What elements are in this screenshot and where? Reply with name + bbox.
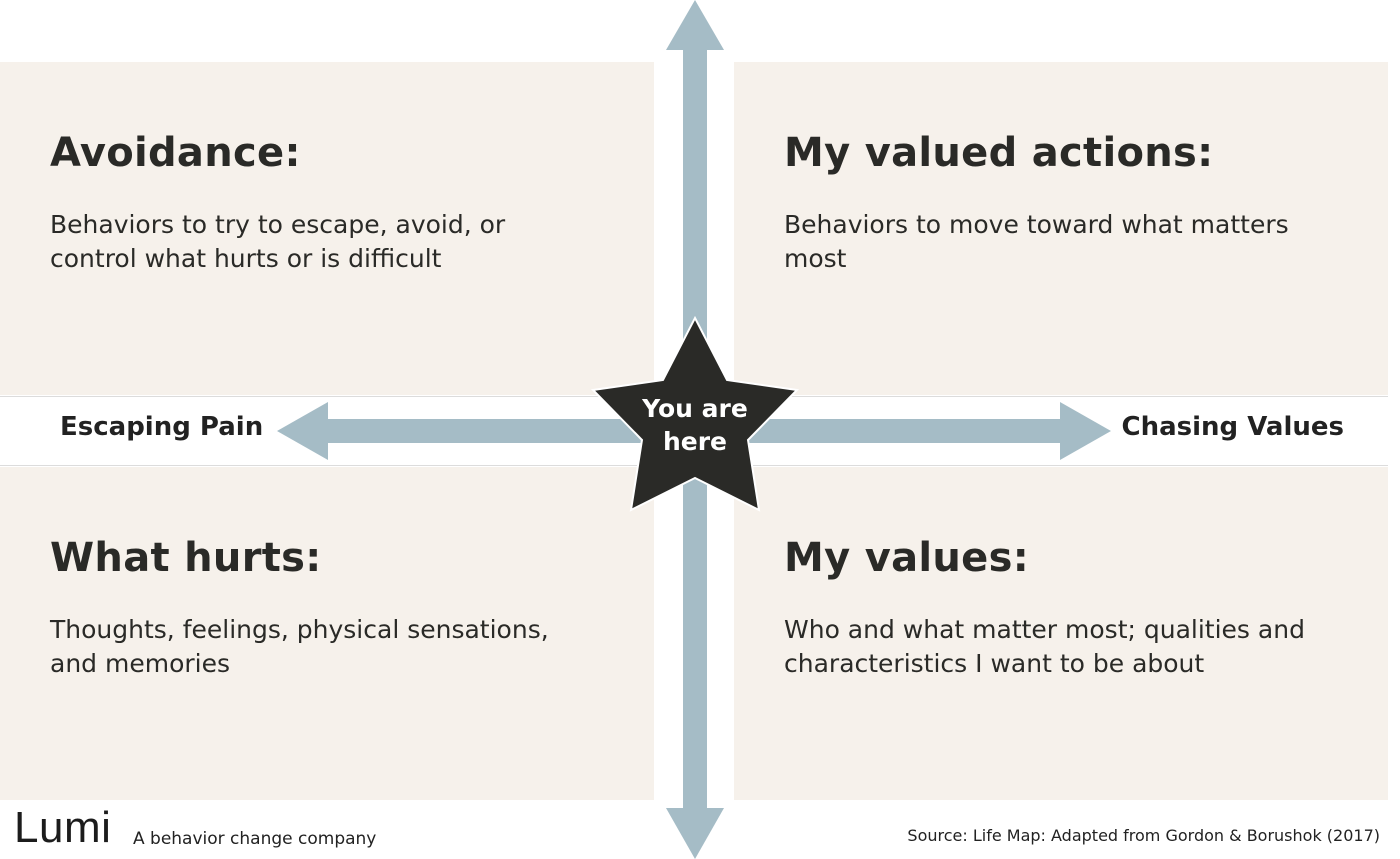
quadrant-title: What hurts: bbox=[50, 535, 322, 581]
brand-logo: Lumi bbox=[14, 803, 112, 852]
quadrant-description: Behaviors to move toward what matters mo… bbox=[784, 208, 1344, 276]
desc-line: characteristics I want to be about bbox=[784, 649, 1205, 678]
desc-line: Who and what matter most; qualities and bbox=[784, 615, 1305, 644]
quadrant-what-hurts: What hurts: Thoughts, feelings, physical… bbox=[0, 467, 654, 800]
desc-line: control what hurts or is difficult bbox=[50, 244, 442, 273]
quadrant-my-values: My values: Who and what matter most; qua… bbox=[734, 467, 1388, 800]
arrow-right-icon bbox=[1060, 402, 1111, 460]
quadrant-title: Avoidance: bbox=[50, 130, 301, 176]
quadrant-title: My valued actions: bbox=[784, 130, 1214, 176]
quadrant-title: My values: bbox=[784, 535, 1029, 581]
desc-line: and memories bbox=[50, 649, 230, 678]
arrow-left-icon bbox=[277, 402, 328, 460]
quadrant-description: Who and what matter most; qualities and … bbox=[784, 613, 1344, 681]
brand-tagline: A behavior change company bbox=[133, 829, 377, 849]
desc-line: Behaviors to try to escape, avoid, or bbox=[50, 210, 506, 239]
quadrant-description: Behaviors to try to escape, avoid, or co… bbox=[50, 208, 610, 276]
arrow-down-icon bbox=[666, 808, 724, 859]
desc-line: most bbox=[784, 244, 847, 273]
quadrant-valued-actions: My valued actions: Behaviors to move tow… bbox=[734, 62, 1388, 395]
star-label-line: here bbox=[662, 427, 728, 456]
desc-line: Thoughts, feelings, physical sensations, bbox=[50, 615, 549, 644]
axis-label-chasing-values: Chasing Values bbox=[1121, 412, 1344, 442]
quadrant-avoidance: Avoidance: Behaviors to try to escape, a… bbox=[0, 62, 654, 395]
desc-line: Behaviors to move toward what matters bbox=[784, 210, 1289, 239]
axis-label-escaping-pain: Escaping Pain bbox=[60, 412, 264, 442]
star-label-line: You are bbox=[642, 394, 748, 423]
source-citation: Source: Life Map: Adapted from Gordon & … bbox=[907, 826, 1380, 845]
star-icon bbox=[590, 315, 800, 512]
quadrant-description: Thoughts, feelings, physical sensations,… bbox=[50, 613, 610, 681]
arrow-up-icon bbox=[666, 0, 724, 50]
